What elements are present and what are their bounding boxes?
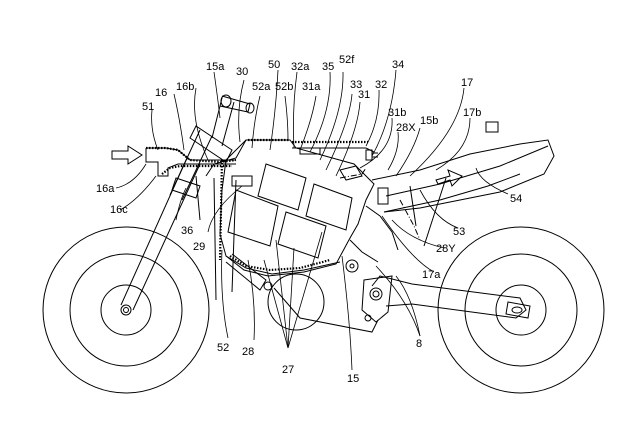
label-8: 8 [416, 338, 422, 350]
charger-area [292, 140, 389, 205]
label-28: 28 [242, 346, 254, 358]
battery-module [227, 189, 279, 247]
connector-34 [365, 149, 373, 161]
front-axle-inner [123, 307, 129, 313]
label-34: 34 [392, 59, 404, 71]
label-33: 33 [350, 79, 362, 91]
pivot [369, 287, 383, 301]
battery-module [277, 211, 327, 259]
label-29: 29 [193, 241, 205, 253]
front-axle [120, 304, 132, 316]
swing-arm [361, 275, 531, 323]
inlet-arrow [111, 145, 143, 165]
label-31b: 31b [388, 107, 406, 119]
reference-labels: 15a 30 50 52a 52b 32a 31a 35 52f 33 31 3… [96, 54, 522, 385]
label-52b: 52b [275, 81, 293, 93]
label-27: 27 [282, 364, 294, 376]
label-53: 53 [453, 226, 465, 238]
seat-rear-frame [371, 121, 555, 247]
front-fork [120, 129, 213, 311]
label-17a: 17a [422, 269, 441, 281]
label-15a: 15a [206, 61, 225, 73]
battery-module [305, 183, 353, 231]
label-35: 35 [322, 61, 334, 73]
handlebar [189, 94, 255, 163]
battery-case-52 [218, 138, 375, 277]
label-52: 52 [217, 342, 229, 354]
label-32: 32 [375, 79, 387, 91]
rear-wheel [437, 226, 605, 394]
label-16: 16 [155, 87, 167, 99]
label-15: 15 [347, 373, 359, 385]
rear-hub [495, 284, 547, 336]
grip-end [220, 94, 232, 108]
label-16c: 16c [110, 204, 128, 216]
battery-modules-27 [227, 163, 353, 259]
sensor-28X [377, 187, 389, 205]
controller-29 [171, 175, 253, 199]
label-28X: 28X [396, 122, 416, 134]
label-28Y: 28Y [436, 243, 456, 255]
motor [267, 273, 325, 331]
front-rim [69, 253, 183, 367]
main-frame-15 [195, 139, 399, 301]
label-54: 54 [510, 193, 522, 205]
front-wheel [42, 226, 210, 394]
tail-light [485, 121, 499, 133]
label-52f: 52f [339, 54, 355, 66]
label-16b: 16b [176, 81, 194, 93]
label-51: 51 [142, 101, 154, 113]
leader-lines [115, 69, 509, 371]
front-tire-outer [42, 226, 210, 394]
motor-area [225, 253, 379, 333]
label-17b: 17b [463, 107, 481, 119]
front-hub [100, 284, 152, 336]
label-50: 50 [268, 59, 280, 71]
battery-module [257, 163, 307, 211]
label-52a: 52a [252, 81, 271, 93]
label-16a: 16a [96, 183, 115, 195]
rear-outlet-arrow [435, 169, 463, 187]
rear-tire-outer [437, 226, 605, 394]
label-15b: 15b [420, 115, 438, 127]
label-36: 36 [181, 225, 193, 237]
label-30: 30 [236, 66, 248, 78]
air-duct-16 [145, 146, 237, 177]
label-31a: 31a [302, 81, 321, 93]
label-31: 31 [358, 89, 370, 101]
label-32a: 32a [291, 61, 310, 73]
label-17: 17 [461, 77, 473, 89]
rear-rim [464, 253, 578, 367]
